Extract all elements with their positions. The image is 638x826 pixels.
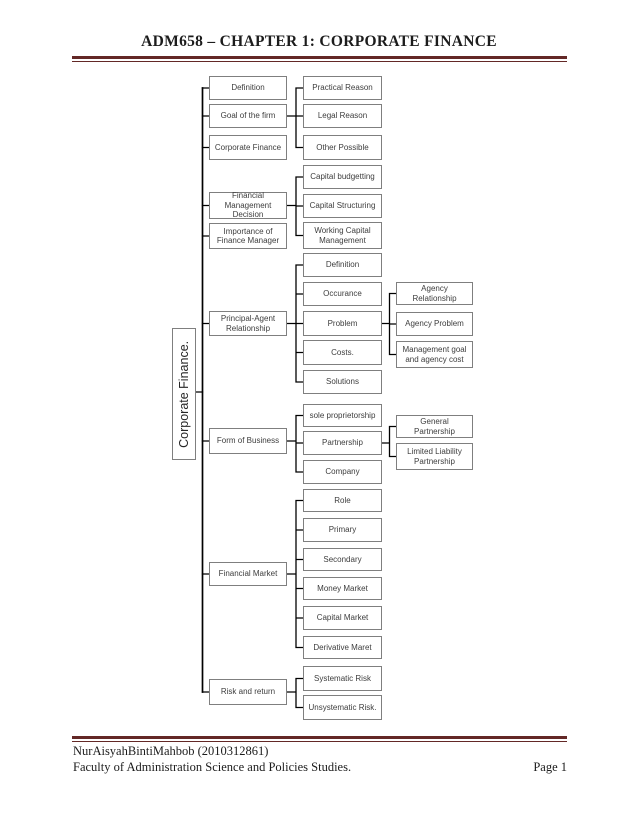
node-capital-market: Capital Market: [303, 606, 382, 630]
node-secondary: Secondary: [303, 548, 382, 571]
node-goal-of-the-firm: Goal of the firm: [209, 104, 287, 128]
node-company: Company: [303, 460, 382, 484]
node-working-capital-management: Working Capital Management: [303, 222, 382, 249]
node-general-partnership: General Partnership: [396, 415, 473, 438]
node-sole-proprietorship: sole proprietorship: [303, 404, 382, 427]
node-costs: Costs.: [303, 340, 382, 365]
node-problem: Problem: [303, 311, 382, 336]
node-agency-relationship: Agency Relationship: [396, 282, 473, 305]
node-practical-reason: Practical Reason: [303, 76, 382, 100]
node-agency-problem: Agency Problem: [396, 312, 473, 336]
node-management-goal-agency-cost: Management goal and agency cost: [396, 341, 473, 368]
node-partnership: Partnership: [303, 431, 382, 455]
node-primary: Primary: [303, 518, 382, 542]
node-risk-and-return: Risk and return: [209, 679, 287, 705]
node-capital-structuring: Capital Structuring: [303, 194, 382, 218]
node-solutions: Solutions: [303, 370, 382, 394]
node-principal-agent-relationship: Principal-Agent Relationship: [209, 311, 287, 336]
node-corporate-finance: Corporate Finance: [209, 135, 287, 160]
node-money-market: Money Market: [303, 577, 382, 600]
node-derivative-maret: Derivative Maret: [303, 636, 382, 659]
node-legal-reason: Legal Reason: [303, 104, 382, 128]
node-systematic-risk: Systematic Risk: [303, 666, 382, 691]
node-definition: Definition: [209, 76, 287, 100]
node-other-possible: Other Possible: [303, 135, 382, 160]
node-limited-liability-partnership: Limited Liability Partnership: [396, 443, 473, 470]
node-capital-budgetting: Capital budgetting: [303, 165, 382, 189]
node-corporate-finance-root: Corporate Finance.: [172, 328, 196, 460]
footer-page-number: Page 1: [533, 760, 567, 774]
node-role: Role: [303, 489, 382, 512]
node-occurance: Occurance: [303, 282, 382, 306]
footer-rule: [72, 736, 567, 742]
node-financial-management-decision: Financial Management Decision: [209, 191, 287, 219]
node-financial-market: Financial Market: [209, 562, 287, 586]
node-form-of-business: Form of Business: [209, 428, 287, 454]
footer-faculty: Faculty of Administration Science and Po…: [73, 760, 352, 774]
node-par-definition: Definition: [303, 253, 382, 277]
title-rule: [72, 56, 567, 62]
footer-author: NurAisyahBintiMahbob (2010312861): [73, 744, 269, 758]
page-title: ADM658 – CHAPTER 1: CORPORATE FINANCE: [141, 33, 497, 50]
node-unsystematic-risk: Unsystematic Risk.: [303, 695, 382, 720]
node-importance-of-finance-manager: Importance of Finance Manager: [209, 223, 287, 249]
root-label: Corporate Finance.: [176, 340, 191, 448]
